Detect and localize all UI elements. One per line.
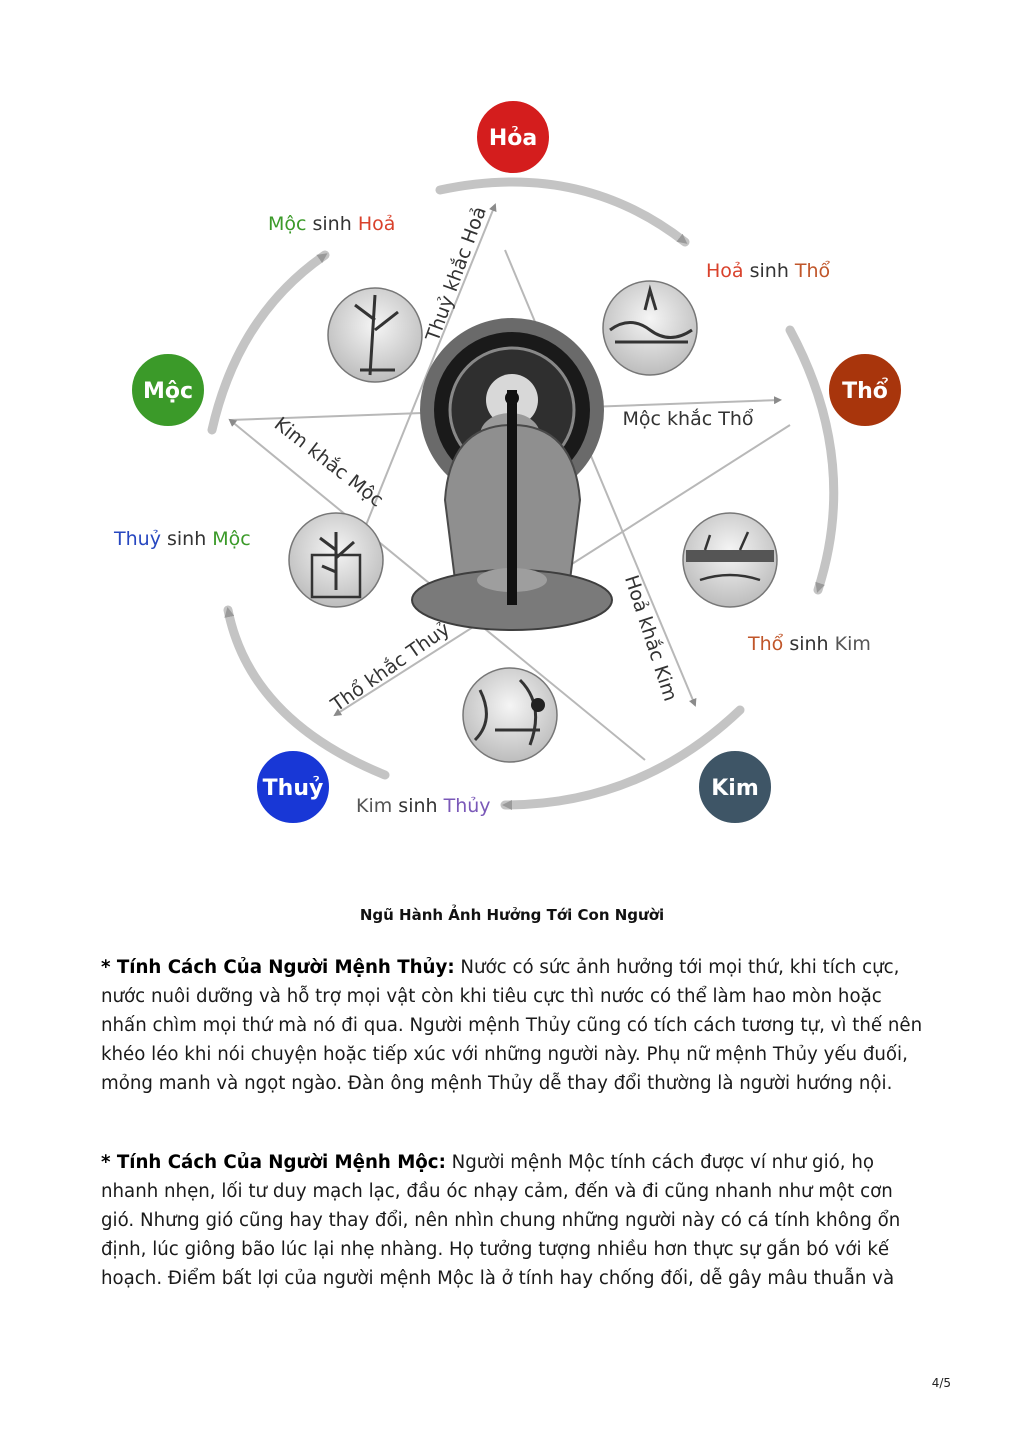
sinh-label-part: Thủy — [443, 795, 491, 817]
label-hoa-sinh-tho: Hoả sinh Thổ — [706, 260, 831, 282]
element-label-kim: Kim — [711, 776, 759, 801]
label-moc-khac-tho: Mộc khắc Thổ — [623, 407, 754, 430]
sinh-label-part: Mộc — [268, 213, 306, 235]
metal-vignette-icon — [462, 667, 558, 763]
paragraph-text: Nước có sức ảnh hưởng tới mọi thứ, khi t… — [101, 957, 923, 1094]
sinh-label-part: Kim — [835, 633, 871, 655]
sinh-label-part: sinh — [161, 528, 212, 550]
paragraph-heading: * Tính Cách Của Người Mệnh Thủy: — [101, 957, 455, 978]
element-label-hoa: Hỏa — [489, 126, 537, 151]
sinh-label-part: Hoả — [706, 260, 744, 282]
sinh-label-part: Thổ — [794, 260, 831, 282]
label-kim-khac-moc: Kim khắc Mộc — [270, 412, 388, 511]
paragraph-thuy: * Tính Cách Của Người Mệnh Thủy: Nước có… — [101, 953, 923, 1098]
element-kim: Kim — [697, 749, 773, 825]
meditating-figure-icon — [411, 318, 613, 631]
label-kim-sinh-thuy: Kim sinh Thủy — [356, 795, 491, 817]
arc-hoa-to-tho — [435, 177, 690, 247]
sinh-label-part: sinh — [783, 633, 834, 655]
landscape-vignette-icon — [602, 280, 698, 376]
label-moc-sinh-hoa: Mộc sinh Hoả — [268, 213, 395, 235]
label-thuy-sinh-moc: Thuỷ sinh Mộc — [113, 528, 251, 550]
element-hoa: Hỏa — [475, 99, 551, 175]
element-moc: Mộc — [130, 352, 206, 428]
element-label-moc: Mộc — [143, 379, 193, 404]
plant-in-water-icon — [288, 512, 384, 608]
arc-tho-to-kim — [785, 325, 839, 595]
paragraph-text: Người mệnh Mộc tính cách được ví như gió… — [101, 1152, 901, 1289]
element-label-thuy: Thuỷ — [263, 776, 324, 801]
paragraph-moc: * Tính Cách Của Người Mệnh Mộc: Người mệ… — [101, 1148, 923, 1293]
sinh-label-part: Hoả — [358, 213, 396, 235]
figure-caption: Ngũ Hành Ảnh Hưởng Tới Con Người — [359, 906, 665, 924]
sinh-label-part: Thuỷ — [113, 528, 161, 550]
soil-vignette-icon — [682, 512, 778, 608]
arc-thuy-to-moc — [223, 605, 390, 780]
element-thuy: Thuỷ — [255, 749, 331, 825]
sinh-label-part: sinh — [306, 213, 357, 235]
sinh-label-part: Thổ — [747, 633, 784, 655]
element-label-tho: Thổ — [842, 378, 889, 404]
tree-vignette-icon — [327, 287, 423, 383]
label-hoa-khac-kim: Hoả khắc Kim — [620, 572, 682, 704]
page-number: 4/5 — [931, 1376, 951, 1390]
sinh-cycle-arrows — [207, 177, 839, 810]
sinh-label-part: sinh — [392, 795, 443, 817]
arc-moc-to-hoa — [207, 250, 330, 435]
arc-kim-to-thuy — [500, 705, 745, 810]
element-tho: Thổ — [827, 352, 903, 428]
sinh-label-part: Mộc — [212, 528, 250, 550]
label-tho-sinh-kim: Thổ sinh Kim — [747, 633, 871, 655]
paragraph-heading: * Tính Cách Của Người Mệnh Mộc: — [101, 1152, 446, 1173]
label-tho-khac-thuy: Thổ khắc Thuỷ — [326, 617, 454, 716]
five-elements-diagram: Hỏa Thổ Kim Thuỷ Mộc Mộc sinh Hoả Hoả si… — [113, 99, 903, 825]
sinh-label-part: Kim — [356, 795, 392, 817]
sinh-label-part: sinh — [744, 260, 795, 282]
